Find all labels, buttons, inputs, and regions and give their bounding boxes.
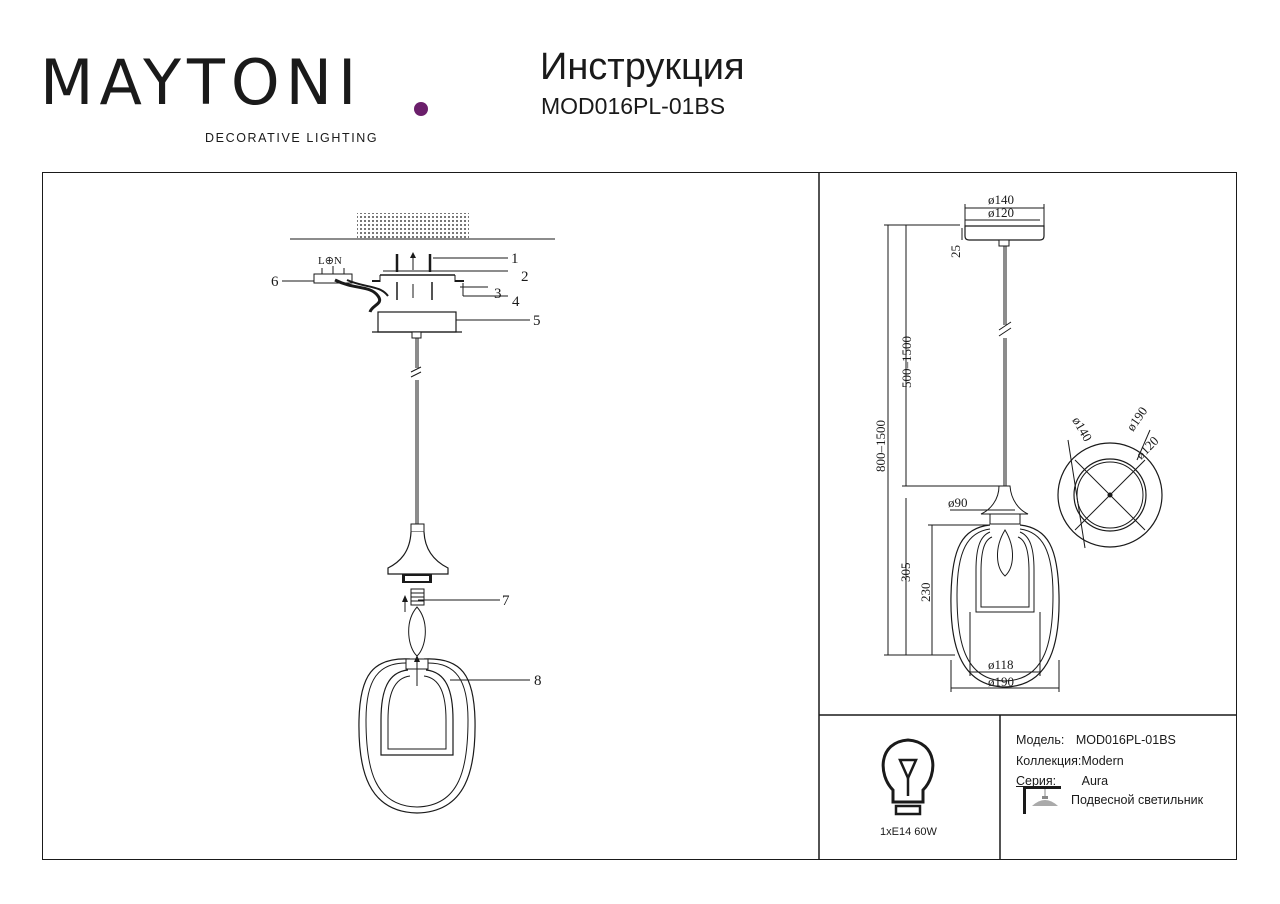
callout-5: 5 xyxy=(533,313,541,329)
bulb-icon xyxy=(881,738,935,816)
dim-holder-diameter: ø90 xyxy=(948,495,968,510)
assembly-view xyxy=(282,213,555,814)
assembly-labels: L⊕N 1 2 3 4 5 6 7 8 xyxy=(271,251,542,689)
dimension-labels: ø140 ø120 25 500–1500 800–1500 ø90 305 2… xyxy=(873,192,1162,689)
spec-collection-row: Коллекция:Modern xyxy=(1016,754,1124,768)
spec-collection-label: Коллекция: xyxy=(1016,754,1082,768)
spec-series-row: Серия: Aura xyxy=(1016,774,1108,788)
callout-4: 4 xyxy=(512,294,520,310)
spec-type-value: Подвесной светильник xyxy=(1071,793,1204,807)
dim-top-middle: ø140 xyxy=(1069,414,1095,444)
dim-top-inner: ø120 xyxy=(1133,433,1162,462)
callout-7: 7 xyxy=(502,593,510,609)
dim-canopy-inner: ø120 xyxy=(988,205,1014,220)
callout-2: 2 xyxy=(521,269,529,285)
spec-bulb: 1xE14 60W xyxy=(880,826,937,838)
dim-inner-height: 230 xyxy=(918,583,933,603)
callout-6: 6 xyxy=(271,274,279,290)
spec-model-row: Модель: MOD016PL-01BS xyxy=(1016,733,1176,747)
brand-wordmark: MAYTONI xyxy=(40,46,363,119)
dim-outer-diameter: ø190 xyxy=(988,674,1014,689)
dim-shade-height: 305 xyxy=(898,563,913,583)
dim-top-outer: ø190 xyxy=(1123,404,1150,434)
spec-collection-value: Modern xyxy=(1081,754,1124,768)
brand-subtitle: DECORATIVE LIGHTING xyxy=(205,131,379,145)
callout-3: 3 xyxy=(494,286,502,302)
spec-model-label: Модель: xyxy=(1016,733,1065,747)
terminal-label: L⊕N xyxy=(318,255,342,267)
callout-1: 1 xyxy=(511,251,519,267)
model-code: MOD016PL-01BS xyxy=(541,93,726,119)
dim-total-height: 800–1500 xyxy=(873,420,888,472)
dim-inner-diameter: ø118 xyxy=(988,657,1014,672)
dim-canopy-height: 25 xyxy=(948,245,963,258)
brand-logo: MAYTONI DECORATIVE LIGHTING xyxy=(40,46,428,152)
page-title: Инструкция xyxy=(540,46,745,88)
pendant-lamp-icon xyxy=(1023,786,1061,814)
dimension-view xyxy=(884,204,1163,692)
dim-canopy-outer: ø140 xyxy=(988,192,1014,207)
callout-8: 8 xyxy=(534,673,542,689)
spec-series-label: Серия: xyxy=(1016,774,1057,788)
spec-model-value: MOD016PL-01BS xyxy=(1075,733,1176,747)
brand-dot-icon xyxy=(414,102,428,116)
drawing-frame xyxy=(42,172,1237,860)
spec-series-value: Aura xyxy=(1081,774,1109,788)
dim-cable-length: 500–1500 xyxy=(899,336,914,388)
